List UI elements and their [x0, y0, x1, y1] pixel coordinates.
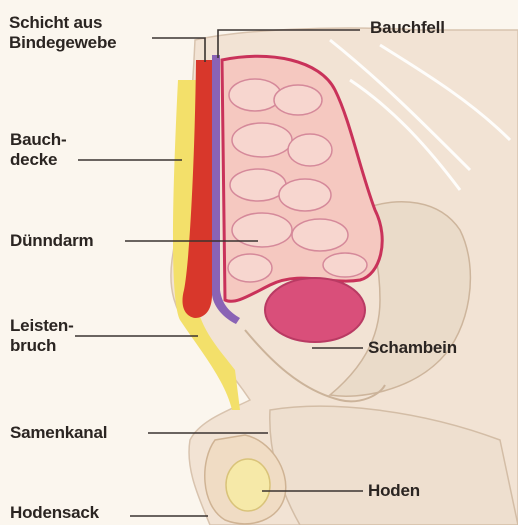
- label-schicht-aus-bindegewebe: Schicht aus Bindegewebe: [9, 13, 116, 53]
- testis: [226, 459, 270, 511]
- label-bauchfell: Bauchfell: [370, 18, 445, 38]
- label-duenndarm: Dünndarm: [10, 231, 93, 251]
- label-leistenbruch: Leisten- bruch: [10, 316, 74, 356]
- label-samenkanal: Samenkanal: [10, 423, 107, 443]
- label-bauchdecke: Bauch- decke: [10, 130, 66, 170]
- label-hoden: Hoden: [368, 481, 420, 501]
- label-hodensack: Hodensack: [10, 503, 99, 523]
- bladder: [265, 278, 365, 342]
- label-schambein: Schambein: [368, 338, 457, 358]
